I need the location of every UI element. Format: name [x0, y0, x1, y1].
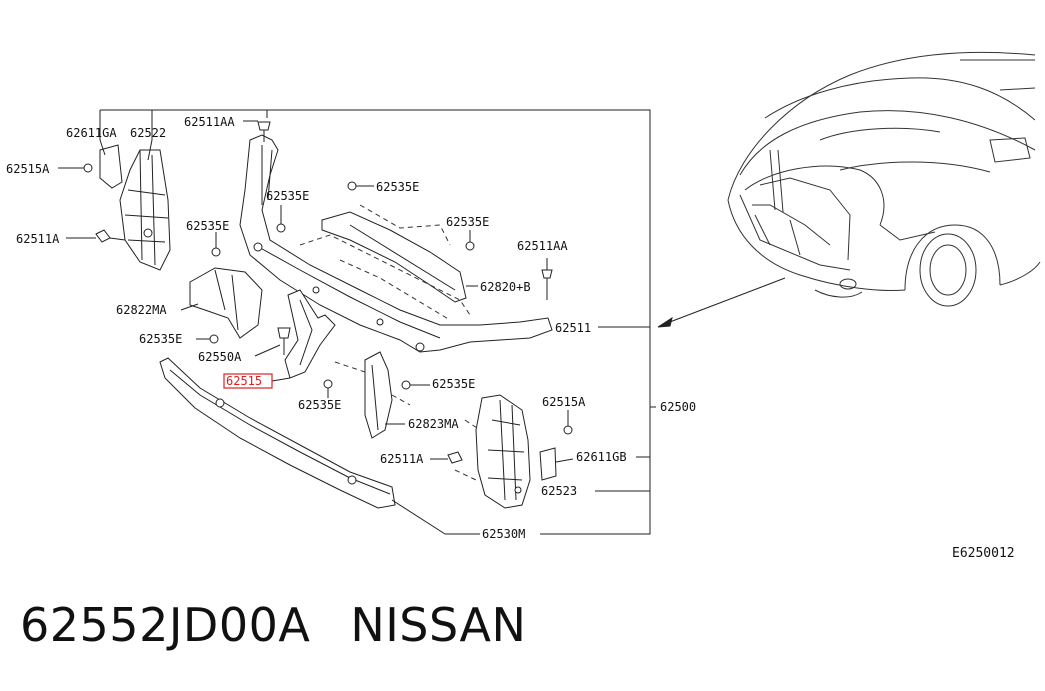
- label-62511: 62511: [555, 321, 591, 335]
- left-side-support: [58, 139, 171, 271]
- label-62535E-e: 62535E: [139, 332, 182, 346]
- label-62535E-c: 62535E: [186, 219, 229, 233]
- left-lower-bracket: [180, 232, 263, 344]
- label-62511AA-top: 62511AA: [184, 115, 235, 129]
- label-62611GB: 62611GB: [576, 450, 627, 464]
- label-62822MA: 62822MA: [116, 303, 167, 317]
- label-62535E-d: 62535E: [446, 215, 489, 229]
- label-62511AA-right: 62511AA: [517, 239, 568, 253]
- label-62523: 62523: [541, 484, 577, 498]
- brand-name: NISSAN: [350, 598, 527, 652]
- hood-lock-stay: [299, 204, 478, 321]
- label-62550A: 62550A: [198, 350, 242, 364]
- label-62511A-right: 62511A: [380, 452, 424, 466]
- label-62535E-g: 62535E: [298, 398, 341, 412]
- label-62611GA: 62611GA: [66, 126, 117, 140]
- label-62820B: 62820+B: [480, 280, 531, 294]
- pointer-arrow: [657, 277, 786, 328]
- right-side-support: [430, 394, 574, 509]
- label-62511A-left: 62511A: [16, 232, 60, 246]
- callout-labels: 62611GA 62522 62515A 62511A 62511AA 6253…: [6, 115, 1015, 561]
- label-62515-highlight[interactable]: 62515: [226, 374, 262, 388]
- label-62535E-f: 62535E: [432, 377, 475, 391]
- label-62535E-a: 62535E: [376, 180, 419, 194]
- highlight-box: [223, 373, 273, 389]
- label-62515A-left: 62515A: [6, 162, 50, 176]
- label-62500: 62500: [660, 400, 696, 414]
- product-caption: 62552JD00A NISSAN: [20, 598, 566, 652]
- lower-cross-member: [159, 357, 480, 535]
- drawing-code: E6250012: [952, 546, 1015, 561]
- label-62522: 62522: [130, 126, 166, 140]
- label-62823MA: 62823MA: [408, 417, 459, 431]
- center-lower-bracket: [323, 351, 430, 439]
- center-stay: [254, 289, 336, 382]
- group-bracket: [99, 109, 656, 535]
- vehicle-illustration: [727, 51, 1041, 307]
- part-number: 62552JD00A: [20, 598, 311, 652]
- label-62515A-right: 62515A: [542, 395, 586, 409]
- fasteners-top: [276, 181, 553, 300]
- label-62530M: 62530M: [482, 527, 525, 541]
- label-62535E-b: 62535E: [266, 189, 309, 203]
